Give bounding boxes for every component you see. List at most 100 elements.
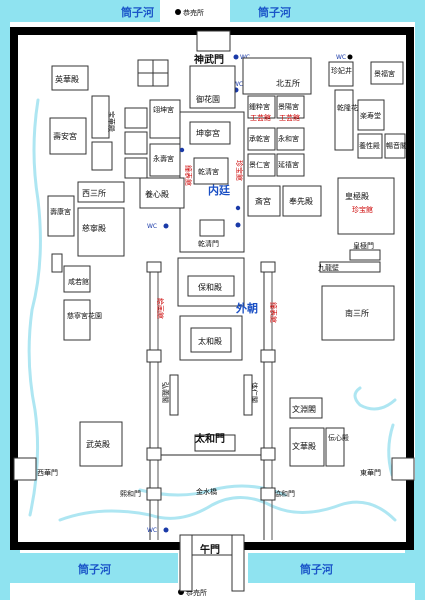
building-huangji	[337, 177, 395, 235]
label-taihe: 太和殿	[198, 336, 222, 346]
moat-label-nw: 筒子河	[121, 5, 154, 19]
label-treasure-red: 珍宝館	[235, 160, 244, 181]
building-jingren	[247, 153, 276, 177]
label-jingren: 景仁宮	[249, 160, 270, 169]
label-tiren: 体仁閣	[250, 382, 259, 403]
label-zhenbao: 珍宝館	[352, 205, 373, 214]
gate-west-side: 熙和門	[120, 489, 141, 498]
label-leshou: 楽寿堂	[360, 111, 381, 120]
label-qinyi: 鐘表館	[269, 302, 278, 323]
building-w-small	[51, 253, 63, 273]
wc-dot	[163, 223, 169, 229]
label-qianqing: 乾清宮	[198, 167, 219, 176]
label-zhaigong: 斎宮	[255, 196, 271, 206]
label-huihua: 絵画館	[156, 298, 165, 319]
moat-label-ne: 筒子河	[258, 5, 291, 19]
label-kunning: 坤寧宮	[196, 128, 220, 138]
label-xianruo: 咸若館	[68, 277, 89, 286]
corner-e-side	[260, 487, 276, 501]
building-yanxi	[276, 153, 305, 177]
building-cining-garden	[63, 299, 91, 341]
building-shoufu	[370, 61, 404, 85]
corner-e-mid	[260, 349, 276, 363]
label-yangxin: 養心殿	[145, 189, 169, 199]
building-nansan	[321, 285, 395, 341]
building-nw-small	[91, 141, 113, 171]
building-south-gate-west-wing	[179, 534, 193, 592]
building-taihe-gate	[194, 434, 236, 452]
moat-label-sw: 筒子河	[78, 562, 111, 576]
label-shoufu: 景福宮	[374, 69, 395, 78]
corner-w-mid	[146, 349, 162, 363]
label-zhongcui: 鍾粋宮	[249, 102, 270, 111]
label-changyin: 暢音閣	[386, 141, 407, 150]
gate-west: 西華門	[37, 468, 58, 477]
label-fengxian: 奉先殿	[289, 196, 313, 206]
building-qianqing	[193, 157, 229, 185]
building-shoukang	[47, 195, 75, 237]
building-hongyi	[169, 374, 179, 416]
label-qianlong: 乾隆花園	[337, 103, 365, 112]
building-yonghe	[276, 127, 305, 151]
moat-label-se: 筒子河	[300, 562, 333, 576]
wc-dot	[179, 147, 185, 153]
building-leshou	[357, 99, 385, 131]
building-chuanxin	[325, 427, 345, 467]
label-zhenfei: 珍妃井	[331, 66, 352, 75]
wc-dot	[233, 54, 239, 60]
label-yihe: 翊坤宮	[153, 105, 174, 114]
label-wuying: 武英殿	[86, 439, 110, 449]
building-jiulong	[319, 261, 381, 273]
stream-south	[58, 496, 397, 522]
building-chengqian	[247, 127, 276, 151]
corner-w-side	[146, 487, 162, 501]
building-wenhua	[289, 427, 325, 467]
toilet-north: 恭売所	[183, 8, 204, 17]
building-yangxin	[139, 177, 185, 209]
label-huangji-gate: 皇極門	[353, 241, 374, 250]
label-yonghe: 永和宮	[278, 134, 299, 143]
building-yuhuayuan	[189, 65, 236, 109]
building-changyin	[384, 133, 406, 159]
label-shoukang: 壽康宮	[50, 207, 71, 216]
gate-east-side: 協和門	[274, 489, 295, 498]
label-yuhuayuan: 御花園	[196, 94, 220, 104]
building-zhenfei	[328, 61, 354, 87]
stream-west	[27, 98, 42, 517]
building-baohe-inner	[187, 275, 235, 297]
label-hongyi: 弘義閣	[161, 382, 170, 403]
building-shouan	[49, 117, 87, 155]
gate-inner-north: 乾清門	[198, 239, 219, 248]
corner-nw	[146, 261, 162, 273]
building-beiwusuo	[242, 57, 312, 95]
building-xianruo	[63, 265, 91, 293]
north-approach	[160, 0, 230, 22]
wc-label: WC	[147, 527, 157, 534]
building-yongshou	[149, 143, 181, 177]
label-wenyuan: 文淵閣	[292, 404, 316, 414]
building-nw-a	[124, 107, 148, 129]
label-yinghua: 英華殿	[55, 74, 79, 84]
label-jiulong: 九龍壁	[318, 263, 339, 272]
wc-label: WC	[233, 81, 243, 88]
wc-label: WC	[336, 54, 346, 61]
building-wuying	[79, 421, 123, 467]
building-zhaigong	[247, 185, 281, 217]
label-xisansuo: 西三所	[82, 188, 106, 198]
corner-ne	[260, 261, 276, 273]
north-gate-building	[196, 30, 231, 52]
building-wenyuan	[289, 397, 323, 419]
label-baohe: 保和殿	[198, 282, 222, 292]
building-huangji-gate	[349, 249, 381, 261]
label-gongyi1: 工芸館	[250, 113, 271, 122]
building-kunning	[189, 121, 231, 145]
building-nw-b	[124, 131, 148, 155]
building-yangxing	[357, 133, 383, 159]
building-west-gate	[13, 457, 37, 481]
building-south-gate-east-wing	[231, 534, 245, 592]
label-yongshou: 永壽宮	[153, 154, 174, 163]
gate-north: 神武門	[194, 53, 224, 66]
label-chuanxin: 伝心殿	[328, 433, 349, 442]
label-wenhua: 文華殿	[292, 441, 316, 451]
